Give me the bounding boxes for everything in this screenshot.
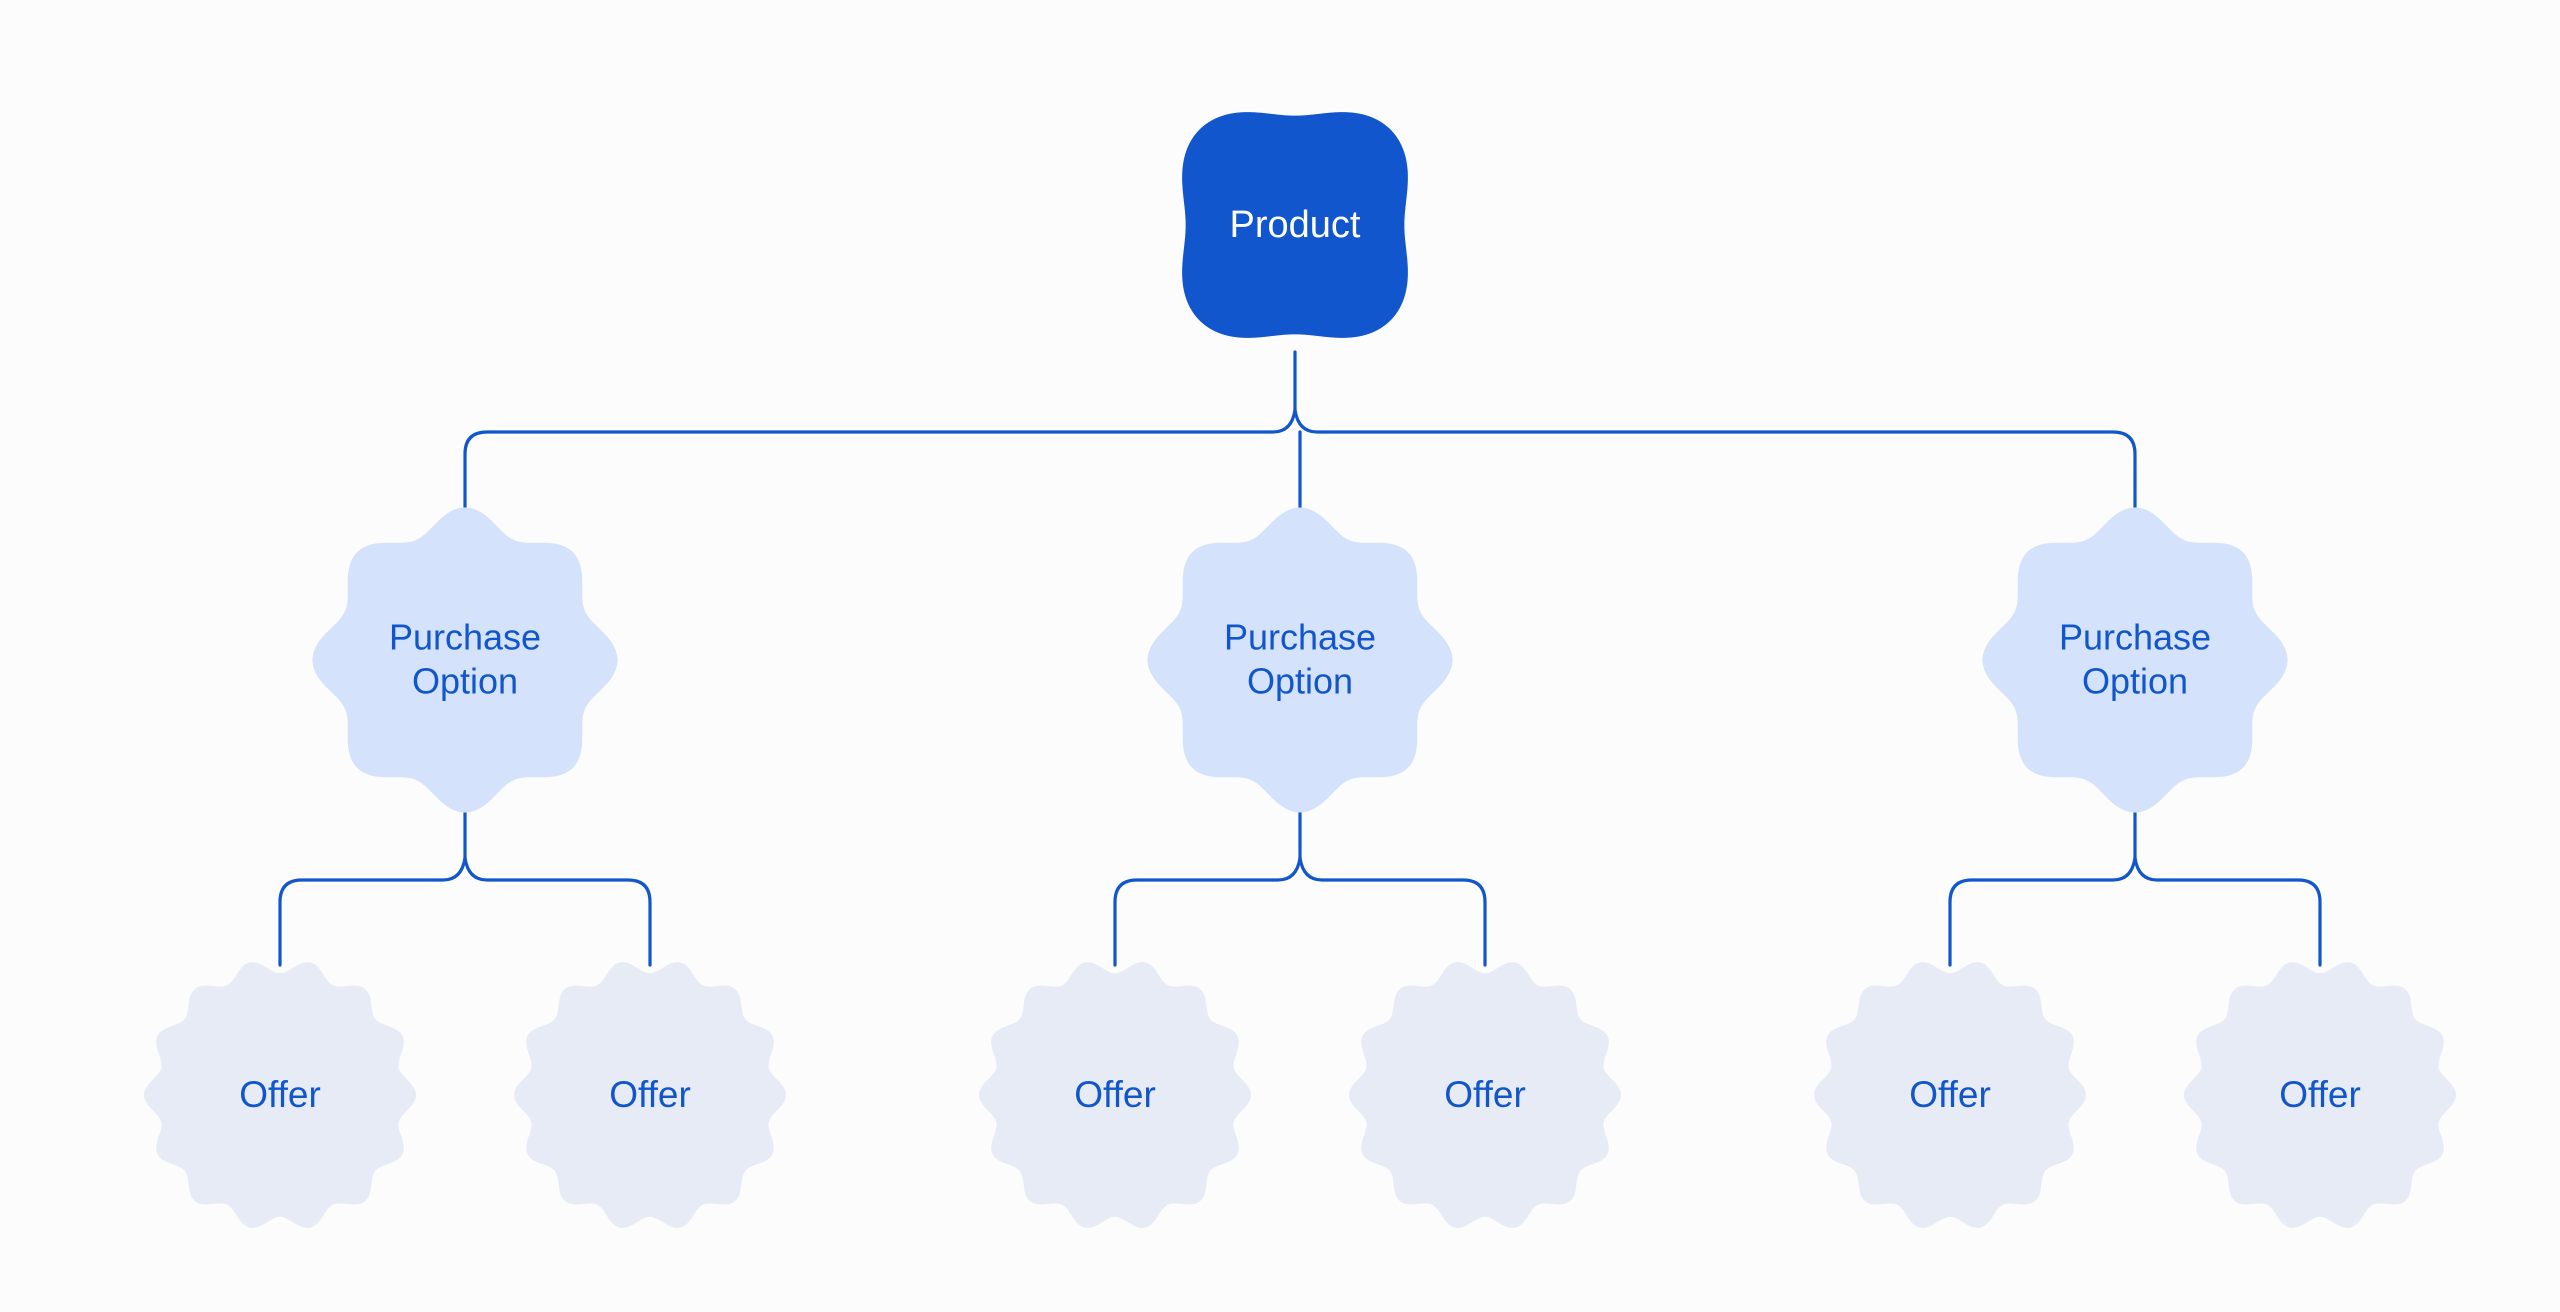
connector-purchase-option-1-to-offer-1 (278, 856, 467, 967)
purchase-option-flower-shape (1982, 507, 2288, 813)
connector-layer (278, 350, 2322, 967)
node-purchase-option-3[interactable]: Purchase Option (1982, 507, 2288, 813)
node-offer-4[interactable]: Offer (1349, 962, 1621, 1228)
connector-purchase-option-3-to-offer-6 (2133, 856, 2322, 967)
node-offer-5[interactable]: Offer (1814, 962, 2086, 1228)
connector-product-to-purchase-option-1 (463, 408, 1297, 522)
offer-scallop-shape (514, 962, 786, 1228)
connector-purchase-option-2-to-offer-3 (1113, 856, 1302, 967)
node-offer-1[interactable]: Offer (144, 962, 416, 1228)
offer-scallop-shape (979, 962, 1251, 1228)
node-offer-6[interactable]: Offer (2184, 962, 2456, 1228)
node-purchase-option-2[interactable]: Purchase Option (1147, 507, 1453, 813)
purchase-option-flower-shape (312, 507, 618, 813)
connector-product-to-purchase-option-3 (1293, 408, 2137, 522)
node-offer-2[interactable]: Offer (514, 962, 786, 1228)
connector-purchase-option-1-to-offer-2 (463, 856, 652, 967)
connector-purchase-option-3-to-offer-5 (1948, 856, 2137, 967)
offer-scallop-shape (144, 962, 416, 1228)
product-blob-shape (1182, 112, 1408, 338)
connector-purchase-option-2-to-offer-4 (1298, 856, 1487, 967)
node-offer-3[interactable]: Offer (979, 962, 1251, 1228)
offer-scallop-shape (1349, 962, 1621, 1228)
offer-scallop-shape (2184, 962, 2456, 1228)
node-product[interactable]: Product (1182, 112, 1408, 338)
offer-scallop-shape (1814, 962, 2086, 1228)
node-purchase-option-1[interactable]: Purchase Option (312, 507, 618, 813)
purchase-option-flower-shape (1147, 507, 1453, 813)
